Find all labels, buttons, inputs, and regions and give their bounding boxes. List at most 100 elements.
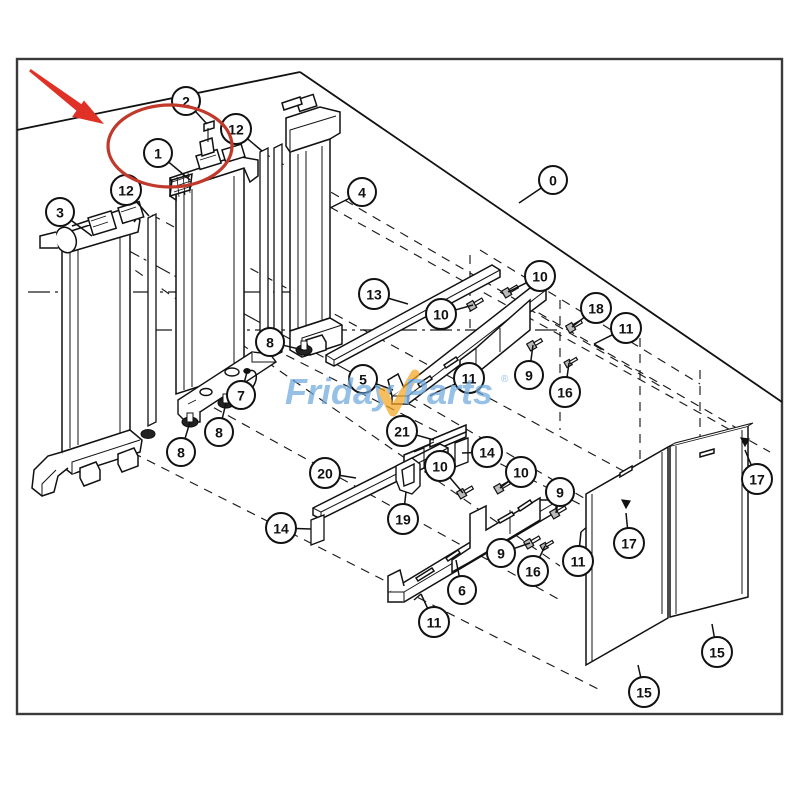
callout-balloon-8[interactable]: 8	[255, 327, 304, 357]
callout-circle[interactable]	[505, 456, 537, 488]
callout-label: 11	[427, 615, 442, 631]
callout-circle[interactable]	[524, 260, 556, 292]
callout-balloon-8[interactable]: 8	[204, 402, 234, 447]
callout-balloon-17[interactable]: 17	[613, 512, 645, 559]
callout-leader-line	[403, 491, 407, 505]
callout-balloon-9[interactable]: 9	[545, 477, 575, 514]
callout-balloon-0[interactable]: 0	[518, 165, 568, 204]
callout-circle[interactable]	[418, 606, 450, 638]
callout-balloon-17[interactable]: 17	[741, 449, 773, 495]
callout-leader-line	[135, 200, 150, 217]
callout-circle[interactable]	[265, 512, 297, 544]
callout-balloon-10[interactable]: 10	[424, 450, 464, 494]
callout-balloon-14[interactable]: 14	[461, 436, 503, 468]
callout-balloon-10[interactable]: 10	[507, 260, 556, 293]
callout-circle[interactable]	[741, 463, 773, 495]
callout-balloon-15[interactable]: 15	[701, 623, 733, 668]
callout-balloon-11[interactable]: 11	[593, 312, 642, 345]
callout-circle[interactable]	[701, 636, 733, 668]
callout-leader-line	[566, 362, 570, 378]
callout-leader-line	[455, 559, 460, 577]
callout-balloon-21[interactable]: 21	[386, 415, 435, 447]
callout-label: 0	[549, 173, 557, 189]
callout-leader-line	[420, 593, 429, 609]
callout-circle[interactable]	[471, 436, 503, 468]
callout-circle[interactable]	[613, 527, 645, 559]
callout-circle[interactable]	[545, 477, 575, 507]
callout-circle[interactable]	[220, 113, 252, 145]
red-ellipse-icon	[106, 103, 234, 189]
callout-label: 16	[525, 564, 541, 580]
callout-circle[interactable]	[386, 415, 418, 447]
callout-balloon-16[interactable]: 16	[549, 362, 581, 408]
callout-leader-line	[416, 434, 435, 441]
callout-balloon-7[interactable]: 7	[226, 371, 256, 410]
callout-balloon-19[interactable]: 19	[387, 491, 419, 535]
callout-label: 17	[621, 536, 637, 552]
callout-balloon-8[interactable]: 8	[166, 421, 196, 467]
callout-label: 6	[458, 583, 466, 599]
callout-label: 9	[525, 368, 533, 384]
callout-leader-line	[513, 542, 531, 550]
callout-circle[interactable]	[549, 376, 581, 408]
callout-leader-line	[221, 402, 227, 419]
callout-circle[interactable]	[453, 362, 485, 394]
callout-label: 8	[266, 335, 274, 351]
callout-circle[interactable]	[204, 417, 234, 447]
callout-circle[interactable]	[348, 364, 378, 394]
callout-balloon-10[interactable]: 10	[499, 456, 537, 489]
callout-label: 20	[317, 466, 333, 482]
callout-circle[interactable]	[45, 197, 75, 227]
callout-circle[interactable]	[610, 312, 642, 344]
callout-balloon-12[interactable]: 12	[220, 113, 263, 152]
callout-label: 15	[709, 645, 725, 661]
callout-balloon-10[interactable]: 10	[425, 298, 474, 330]
callout-balloon-11[interactable]: 11	[562, 531, 594, 577]
callout-balloon-11[interactable]: 11	[418, 593, 450, 638]
callout-balloon-18[interactable]: 18	[571, 292, 612, 328]
callout-balloon-1[interactable]: 1	[143, 138, 191, 181]
callout-circle[interactable]	[226, 380, 256, 410]
callout-circle[interactable]	[424, 450, 456, 482]
callout-label: 12	[118, 183, 134, 199]
callout-leader-line	[388, 297, 409, 305]
callout-circle[interactable]	[538, 165, 568, 195]
callout-circle[interactable]	[309, 457, 341, 489]
callout-balloon-20[interactable]: 20	[309, 457, 357, 489]
part-cross-rail-upper	[325, 264, 501, 367]
callout-leader-line	[518, 187, 542, 204]
watermark-text-parts: Parts	[403, 371, 493, 412]
callout-balloon-15[interactable]: 15	[628, 664, 660, 708]
machine-frame-outline	[16, 71, 783, 403]
callout-balloon-11[interactable]: 11	[436, 362, 485, 394]
callout-circle[interactable]	[387, 503, 419, 535]
callout-balloon-16[interactable]: 16	[517, 545, 549, 587]
callout-circle[interactable]	[143, 138, 173, 168]
callout-circle[interactable]	[255, 327, 285, 357]
callout-balloon-9[interactable]: 9	[514, 344, 544, 390]
watermark-check-icon	[378, 369, 420, 417]
callout-balloon-6[interactable]: 6	[447, 559, 477, 605]
part-condenser-core	[281, 93, 343, 358]
callout-circle[interactable]	[517, 555, 549, 587]
callout-balloon-9[interactable]: 9	[486, 538, 531, 568]
callout-balloon-4[interactable]: 4	[329, 177, 377, 209]
callout-circle[interactable]	[628, 676, 660, 708]
callout-balloon-13[interactable]: 13	[358, 278, 409, 310]
callout-circle[interactable]	[425, 298, 457, 330]
callout-circle[interactable]	[580, 292, 612, 324]
callout-leader-line	[555, 505, 559, 514]
callout-leader-line	[625, 512, 629, 529]
callout-balloon-5[interactable]: 5	[348, 364, 394, 394]
callout-circle[interactable]	[447, 575, 477, 605]
callout-circle[interactable]	[166, 437, 196, 467]
callout-circle[interactable]	[358, 278, 390, 310]
callout-label: 1	[154, 146, 162, 162]
callout-circle[interactable]	[347, 177, 377, 207]
callout-circle[interactable]	[514, 360, 544, 390]
callout-balloon-3[interactable]: 3	[45, 197, 93, 237]
callout-balloon-14[interactable]: 14	[265, 512, 312, 544]
callout-circle[interactable]	[562, 545, 594, 577]
callout-circle[interactable]	[486, 538, 516, 568]
